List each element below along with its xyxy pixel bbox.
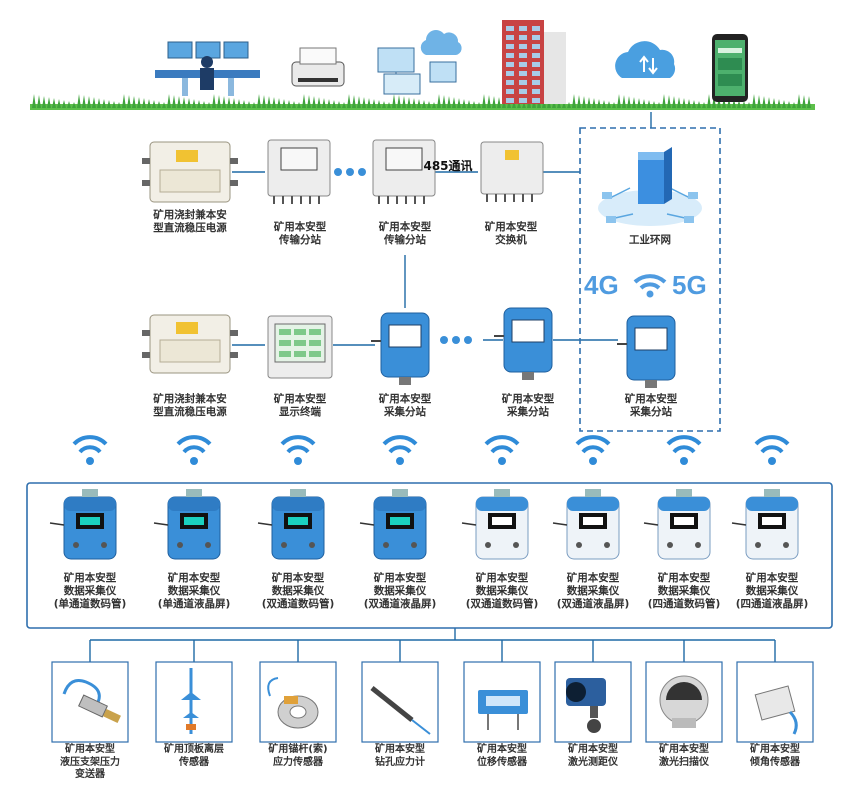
sensor-label: 矿用本安型 液压支架压力 变送器 — [60, 744, 120, 780]
sensor-label: 矿用顶板离层 传感器 — [164, 744, 224, 768]
wifi-icon — [666, 435, 702, 465]
device-label: 矿用浇封兼本安 型直流稳压电源 — [153, 209, 227, 234]
collector-label: 矿用本安型 数据采集仪 (单通道液晶屏) — [157, 572, 231, 610]
sensor-label: 矿用本安型 位移传感器 — [477, 744, 527, 768]
power-supply-device — [142, 314, 238, 374]
data-collector-device — [257, 489, 325, 560]
collector-devices — [49, 489, 799, 560]
wifi-icon — [484, 435, 520, 465]
device-label: 矿用本安型 采集分站 — [378, 393, 432, 418]
wifi-icon — [176, 435, 212, 465]
connection-lines — [90, 112, 775, 641]
collectors-box — [26, 482, 833, 629]
collector-label: 矿用本安型 数据采集仪 (四通道液晶屏) — [735, 572, 809, 610]
grass-strip — [30, 94, 815, 110]
wifi-signal-row — [72, 435, 790, 465]
wifi-icon — [280, 435, 316, 465]
device-label: 矿用本安型 采集分站 — [501, 393, 555, 418]
collector-label: 矿用本安型 数据采集仪 (双通道数码管) — [465, 572, 539, 610]
sensor-label: 矿用本安型 激光扫描仪 — [659, 744, 709, 768]
row2-devices — [142, 307, 676, 388]
laser-scanner-icon — [659, 675, 709, 728]
sensor-label: 矿用本安型 激光测距仪 — [568, 744, 618, 768]
ring-label: 工业环网 — [629, 234, 671, 246]
device-label: 矿用浇封兼本安 型直流稳压电源 — [153, 393, 227, 418]
tech-4g-label: 4G — [584, 270, 619, 300]
collector-label: 矿用本安型 数据采集仪 (双通道液晶屏) — [556, 572, 630, 610]
transmission-substation-device — [267, 139, 331, 204]
data-collector-device — [552, 489, 620, 560]
cloud-transfer-icon — [615, 41, 676, 78]
data-collector-device — [461, 489, 529, 560]
wireless-tech-group: 4G 5G — [584, 266, 714, 306]
industrial-ring-box — [579, 127, 721, 432]
ellipsis-dots — [334, 168, 472, 344]
device-label: 矿用本安型 传输分站 — [273, 221, 327, 246]
data-collector-device — [643, 489, 711, 560]
data-collector-device — [731, 489, 799, 560]
wifi-icon — [382, 435, 418, 465]
office-building-icon — [502, 20, 566, 104]
wifi-icon — [72, 435, 108, 465]
collection-substation-device — [494, 307, 553, 380]
collector-label: 矿用本安型 数据采集仪 (四通道数码管) — [647, 572, 721, 610]
monitoring-center-icon — [155, 41, 260, 96]
collector-label: 矿用本安型 数据采集仪 (单通道数码管) — [53, 572, 127, 610]
collection-substation-device — [371, 312, 430, 385]
roof-separation-sensor-icon — [181, 668, 201, 734]
wifi-icon — [575, 435, 611, 465]
smartphone-icon — [712, 34, 748, 102]
printer-icon — [291, 47, 345, 87]
laser-rangefinder-icon — [566, 678, 606, 733]
data-collector-device — [359, 489, 427, 560]
inclination-sensor-icon — [754, 685, 798, 735]
data-collector-device — [153, 489, 221, 560]
sensor-label: 矿用锚杆(索) 应力传感器 — [268, 744, 328, 768]
industrial-ring-icon — [598, 147, 702, 226]
device-label: 矿用本安型 采集分站 — [624, 393, 678, 418]
device-label: 矿用本安型 交换机 — [484, 221, 538, 246]
sensor-frame — [361, 661, 439, 743]
device-label: 矿用本安型 传输分站 — [378, 221, 432, 246]
device-label: 矿用本安型 显示终端 — [273, 393, 327, 418]
top-icons-layer — [155, 20, 748, 104]
sensor-label: 矿用本安型 倾角传感器 — [750, 744, 800, 768]
data-collector-device — [49, 489, 117, 560]
switch-device — [480, 141, 544, 202]
displacement-sensor-icon — [478, 690, 528, 730]
wifi-icon — [754, 435, 790, 465]
sensor-label: 矿用本安型 钻孔应力计 — [375, 744, 425, 768]
anchor-stress-sensor-icon — [267, 677, 319, 729]
collector-label: 矿用本安型 数据采集仪 (双通道数码管) — [261, 572, 335, 610]
row1-devices: 485通讯 — [142, 139, 544, 204]
rs485-label: 485通讯 — [423, 158, 472, 173]
tech-5g-label: 5G — [672, 270, 707, 300]
wifi-icon — [633, 274, 667, 298]
sensor-devices — [51, 661, 814, 743]
pressure-transmitter-icon — [62, 679, 121, 724]
display-terminal-device — [267, 315, 333, 379]
office-computer-network-icon — [377, 30, 462, 95]
collection-substation-device — [617, 315, 676, 388]
transmission-substation-device — [372, 139, 436, 204]
borehole-stress-meter-icon — [370, 686, 431, 735]
power-supply-device — [142, 141, 238, 203]
collector-label: 矿用本安型 数据采集仪 (双通道液晶屏) — [363, 572, 437, 610]
